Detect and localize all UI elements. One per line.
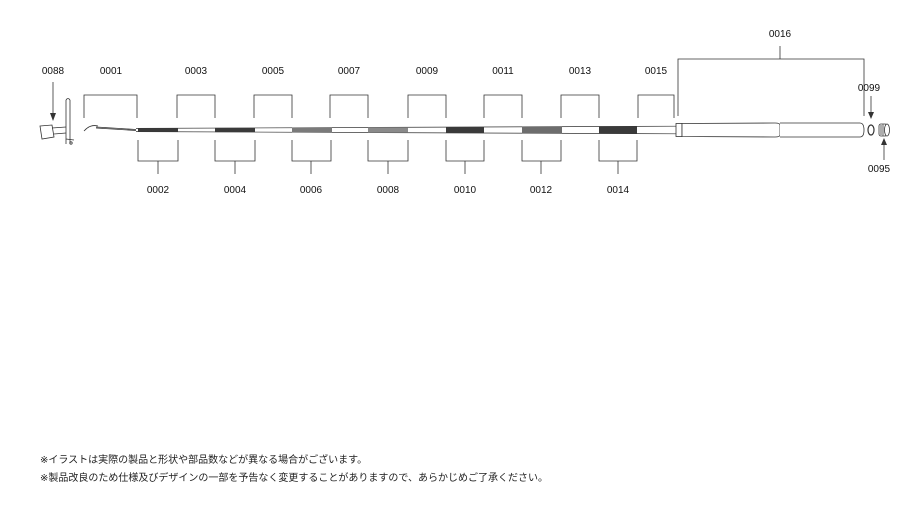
bracket-0008 <box>367 140 409 174</box>
bracket-0001 <box>83 94 138 118</box>
bracket-0003 <box>176 94 216 118</box>
label-0003: 0003 <box>185 66 208 77</box>
bracket-0006 <box>291 140 332 174</box>
section-0014 <box>599 126 637 134</box>
lower-brackets <box>137 138 887 174</box>
section-0006 <box>292 127 332 133</box>
section-0010 <box>446 127 484 133</box>
bracket-0004 <box>214 140 256 174</box>
label-0007: 0007 <box>338 66 361 77</box>
label-0088: 0088 <box>42 66 65 77</box>
label-0006: 0006 <box>300 185 323 196</box>
label-0002: 0002 <box>147 185 170 196</box>
label-0012: 0012 <box>530 185 553 196</box>
handle-0016 <box>675 122 865 138</box>
bracket-0009 <box>407 94 447 118</box>
label-0016: 0016 <box>769 29 792 40</box>
rod-tip <box>83 125 137 132</box>
bracket-0010 <box>445 140 485 174</box>
label-0005: 0005 <box>262 66 285 77</box>
bracket-0014 <box>598 140 638 174</box>
section-0002 <box>138 128 178 132</box>
section-0012 <box>522 126 562 134</box>
note-illustration: ※イラストは実際の製品と形状や部品数などが異なる場合がございます。 <box>40 455 368 466</box>
part-0095-buttcap <box>878 123 890 137</box>
label-0008: 0008 <box>377 185 400 196</box>
bracket-0016 <box>677 58 865 116</box>
disclaimer-notes: ※イラストは実際の製品と形状や部品数などが異なる場合がございます。 ※製品改良の… <box>40 452 548 488</box>
label-0014: 0014 <box>607 185 630 196</box>
label-0001: 0001 <box>100 66 123 77</box>
label-0015: 0015 <box>645 66 668 77</box>
bracket-0011 <box>483 94 523 118</box>
bracket-0013 <box>560 94 600 118</box>
upper-brackets <box>83 46 874 119</box>
part-0099-ring <box>867 124 875 136</box>
label-0010: 0010 <box>454 185 477 196</box>
rod-sections <box>135 122 865 138</box>
part-0088-holder <box>39 82 75 145</box>
section-0004 <box>215 127 255 133</box>
bracket-0012 <box>521 140 562 174</box>
bracket-0007 <box>329 94 369 118</box>
label-0099: 0099 <box>858 83 881 94</box>
bracket-0015 <box>637 94 675 118</box>
label-0095: 0095 <box>868 164 891 175</box>
bracket-0002 <box>137 140 179 174</box>
label-0011: 0011 <box>492 66 514 77</box>
label-0013: 0013 <box>569 66 592 77</box>
part-labels: 0088 0001 0003 0005 0007 0009 0011 0013 … <box>42 29 891 196</box>
bracket-0005 <box>253 94 293 118</box>
note-specification: ※製品改良のため仕様及びデザインの一部を予告なく変更することがありますので、あら… <box>40 473 548 484</box>
label-0009: 0009 <box>416 66 439 77</box>
label-0004: 0004 <box>224 185 247 196</box>
section-0008 <box>368 127 408 133</box>
